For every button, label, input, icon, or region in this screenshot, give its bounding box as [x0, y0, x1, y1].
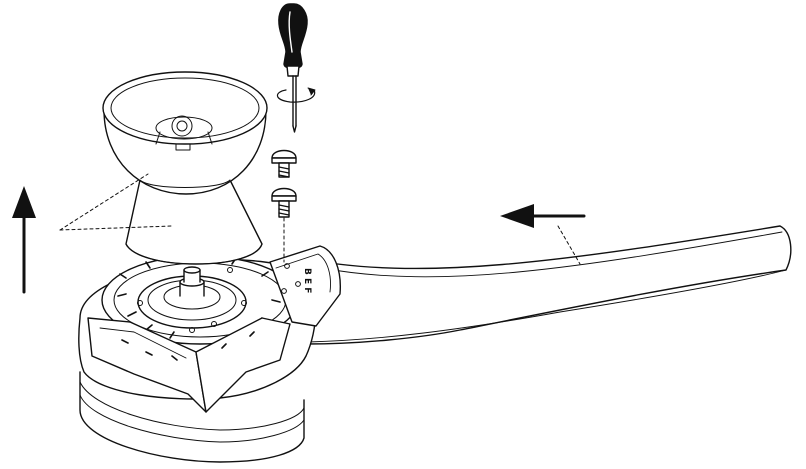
insert-left-arrow — [500, 204, 586, 228]
blade-arm: B E F — [269, 245, 341, 327]
lift-up-arrow — [12, 186, 36, 294]
dashed-leader-lines — [59, 173, 581, 265]
motor-base — [78, 255, 317, 463]
blade-screw-upper — [271, 149, 297, 178]
fan-blade — [299, 225, 792, 345]
canopy-cover — [125, 179, 263, 265]
rotation-arrow — [276, 87, 316, 103]
screwdriver — [278, 3, 308, 133]
motor-housing-bowl — [102, 71, 268, 195]
blade-screw-lower — [271, 187, 297, 218]
blade-marking-label: B E F — [302, 268, 312, 293]
